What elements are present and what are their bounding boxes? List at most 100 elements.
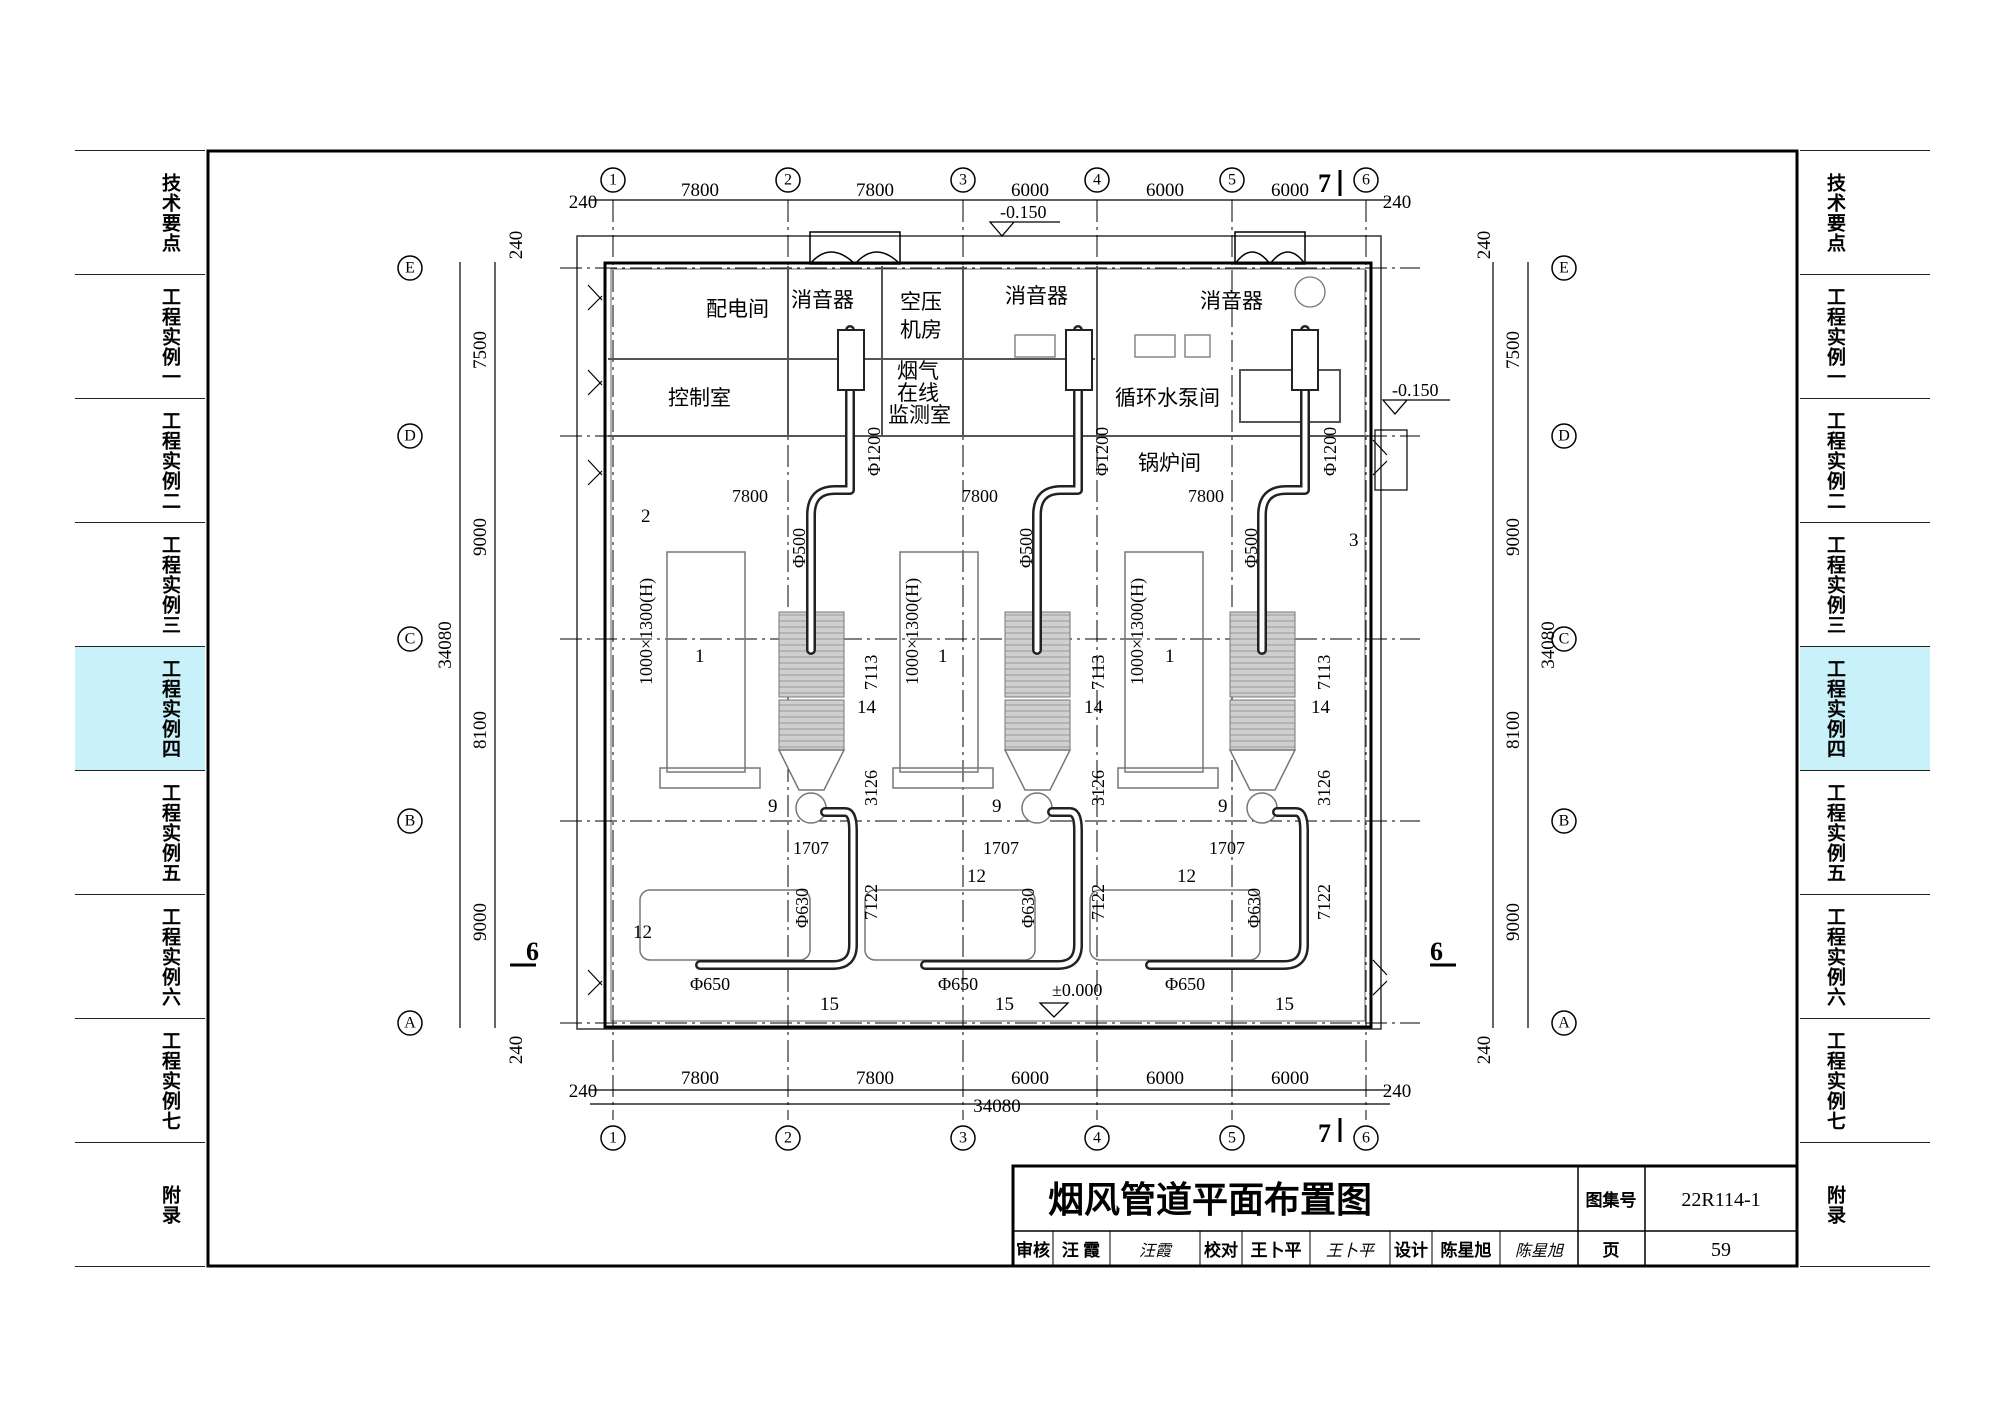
tab-tech-points[interactable]: 技术要点: [1800, 150, 1930, 275]
dim-d630: Φ630: [1244, 888, 1264, 928]
dim-3126: 3126: [1088, 770, 1108, 806]
section-marks: 7 7 6 6: [526, 169, 1443, 1148]
title-block: [1011, 1164, 1799, 1268]
dim-text: 6000: [1011, 180, 1049, 201]
dim-d650: Φ650: [1165, 974, 1205, 994]
tag-9: 9: [992, 796, 1002, 817]
design-label: 设计: [1394, 1240, 1428, 1260]
drawing-title: 烟风管道平面布置图: [1048, 1180, 1372, 1220]
dim-text: 7800: [681, 1068, 719, 1089]
outer-wall-strip: [576, 235, 1382, 1030]
dim-text: 6000: [1146, 180, 1184, 201]
dim-text: 8100: [1503, 711, 1524, 749]
tag-9: 9: [768, 796, 778, 817]
designer-name: 陈星旭: [1441, 1240, 1492, 1260]
tab-example-6[interactable]: 工程实例六: [75, 894, 205, 1019]
dim-7113: 7113: [1088, 655, 1108, 690]
building-inner-line: [610, 268, 1366, 1022]
dim-text: 7500: [1503, 331, 1524, 369]
axis-label: 6: [1362, 172, 1370, 189]
axis-bubbles-top: [600, 167, 1379, 193]
atlas-label: 图集号: [1586, 1190, 1637, 1210]
dim-d1200: Φ1200: [1092, 427, 1112, 476]
axis-label: 2: [784, 1130, 792, 1147]
dim-d500: Φ500: [1016, 528, 1036, 568]
tab-appendix[interactable]: 附录: [1800, 1142, 1930, 1267]
dim-duct: 1000×1300(H): [1127, 578, 1148, 685]
tab-example-1[interactable]: 工程实例一: [1800, 274, 1930, 399]
room-air-compressor: 机房: [900, 318, 942, 342]
axis-label: D: [404, 428, 416, 445]
tab-example-1[interactable]: 工程实例一: [75, 274, 205, 399]
tab-divider: [1800, 1266, 1930, 1267]
dim-text: 9000: [470, 518, 491, 556]
tag-14: 14: [1311, 697, 1331, 718]
dimension-texts: 7800 7800 6000 6000 6000 240 240 7800 78…: [569, 180, 1412, 1117]
axis-label: C: [1559, 631, 1570, 648]
tab-example-4[interactable]: 工程实例四: [75, 646, 205, 771]
room-cems: 监测室: [888, 403, 951, 427]
room-cems: 在线: [897, 381, 939, 405]
dim-1707: 1707: [983, 838, 1019, 858]
dim-text: 34080: [435, 621, 456, 669]
axis-label: E: [1559, 260, 1569, 277]
tab-label: 工程实例六: [159, 907, 181, 1007]
tab-tech-points[interactable]: 技术要点: [75, 150, 205, 275]
tag-14: 14: [857, 697, 877, 718]
axis-label: 4: [1093, 1130, 1101, 1147]
tab-label: 工程实例五: [1824, 783, 1846, 883]
tag-15: 15: [820, 994, 839, 1015]
dim-7800: 7800: [1188, 486, 1224, 506]
dim-7800: 7800: [962, 486, 998, 506]
tab-label: 附录: [1824, 1185, 1846, 1225]
tag-12: 12: [967, 866, 986, 887]
air-ducts: [695, 807, 1309, 970]
tab-example-3[interactable]: 工程实例三: [75, 522, 205, 647]
dim-text: 7800: [681, 180, 719, 201]
air-duct-cores: [697, 809, 1307, 968]
dim-text: 7800: [856, 180, 894, 201]
vertical-dimension-texts: 7500 9000 8100 9000 34080 240 240 7500 9…: [435, 231, 1559, 1065]
tab-example-7[interactable]: 工程实例七: [1800, 1018, 1930, 1143]
atlas-number: 22R114-1: [1681, 1189, 1760, 1211]
tab-label: 工程实例七: [159, 1031, 181, 1131]
axis-label: 6: [1362, 1130, 1370, 1147]
section-6-right: 6: [1430, 937, 1443, 966]
dim-text: 9000: [1503, 903, 1524, 941]
item-tags: 2 3 1 1 1 14 14 14 9 9 9 12 12 12 15 15 …: [633, 506, 1359, 1015]
section-6-left: 6: [526, 937, 539, 966]
pump-equipment: [1014, 276, 1326, 358]
tag-1: 1: [938, 646, 948, 667]
tab-example-5[interactable]: 工程实例五: [75, 770, 205, 895]
tab-example-4[interactable]: 工程实例四: [1800, 646, 1930, 771]
page-number: 59: [1711, 1239, 1731, 1261]
axis-bubbles-left: [397, 255, 423, 1036]
tab-appendix[interactable]: 附录: [75, 1142, 205, 1267]
silencer-label: 消音器: [791, 288, 854, 312]
tab-label: 工程实例五: [159, 783, 181, 883]
tag-1: 1: [1165, 646, 1175, 667]
tab-example-2[interactable]: 工程实例二: [1800, 398, 1930, 523]
tab-example-6[interactable]: 工程实例六: [1800, 894, 1930, 1019]
dimension-lines: [459, 199, 1529, 1105]
tab-example-2[interactable]: 工程实例二: [75, 398, 205, 523]
tag-9: 9: [1218, 796, 1228, 817]
tab-example-3[interactable]: 工程实例三: [1800, 522, 1930, 647]
dim-duct: 1000×1300(H): [636, 578, 657, 685]
tag-2: 2: [641, 506, 651, 527]
axis-bubbles-right: [1551, 255, 1577, 1036]
tab-label: 技术要点: [1824, 173, 1846, 253]
section-mark-lines: [510, 170, 1456, 1142]
dim-text: 9000: [470, 903, 491, 941]
dim-d630: Φ630: [792, 888, 812, 928]
door-top-left: [809, 231, 901, 265]
dim-text: 34080: [973, 1096, 1021, 1117]
axis-label: B: [405, 813, 416, 830]
tab-example-7[interactable]: 工程实例七: [75, 1018, 205, 1143]
axis-label: A: [1558, 1015, 1570, 1032]
section-7-bottom: 7: [1318, 1119, 1331, 1148]
tab-example-5[interactable]: 工程实例五: [1800, 770, 1930, 895]
tab-label: 工程实例一: [1824, 287, 1846, 387]
